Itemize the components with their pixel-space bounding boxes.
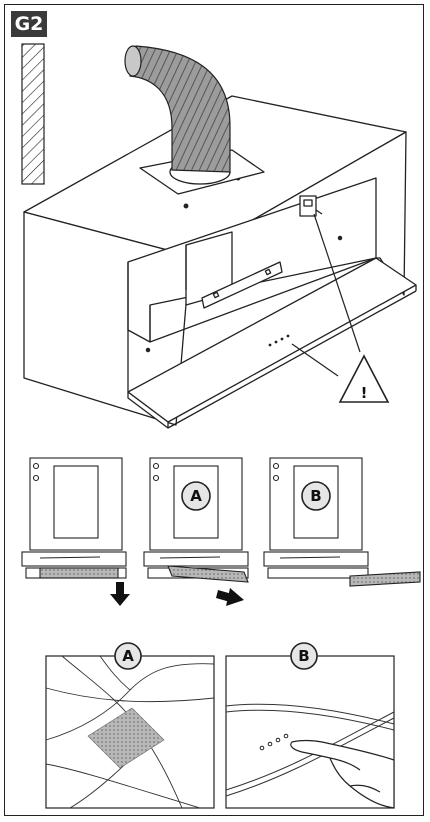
flexible-duct	[124, 45, 231, 173]
callout-a-small	[181, 481, 211, 511]
detail-view-a	[45, 655, 215, 809]
warning-callout	[291, 213, 390, 403]
warning-symbol: !	[361, 384, 368, 402]
callout-a-detail-label: A	[122, 647, 134, 665]
right-arrow-icon	[216, 588, 244, 606]
power-socket	[299, 195, 323, 217]
callout-b-detail-label: B	[298, 647, 309, 665]
hand-pointing-icon	[290, 739, 395, 809]
filter-removal-sequence	[21, 457, 421, 587]
control-buttons	[268, 334, 290, 347]
callout-b-detail	[290, 642, 318, 670]
callout-a-detail	[114, 642, 142, 670]
step-view-2	[143, 457, 249, 583]
callout-b-small-label: B	[310, 487, 321, 505]
detail-view-b	[225, 655, 395, 809]
control-dots-detail	[259, 733, 289, 751]
hood-main-view	[23, 95, 417, 429]
step-view-3	[263, 457, 421, 587]
down-arrow-icon	[110, 582, 130, 606]
wall-section	[21, 43, 45, 185]
callout-b-small	[301, 481, 331, 511]
step-view-1	[21, 457, 127, 579]
figure-badge: G2	[11, 11, 47, 37]
callout-a-small-label: A	[190, 487, 202, 505]
